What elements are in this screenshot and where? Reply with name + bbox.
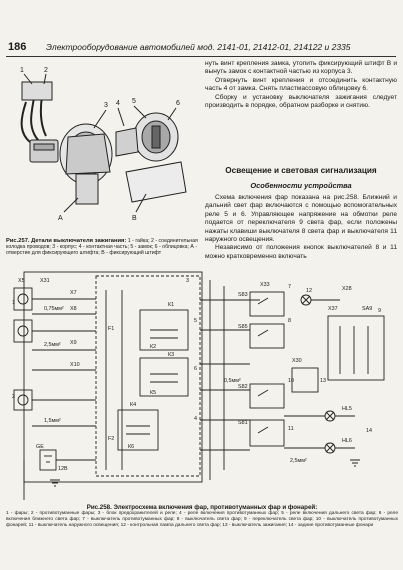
diagram-label: 2 <box>12 394 15 400</box>
diagram-label: 5 <box>194 318 197 324</box>
figure-258-title: Рис.258. Электросхема включения фар, про… <box>86 504 318 511</box>
subsection-title: Особенности устройства <box>250 181 352 190</box>
diagram-wire-label: 0,75мм² <box>44 306 64 312</box>
figure-257-caption-text: 1 - гайка; 2 - соединительная колодка пр… <box>6 238 198 257</box>
diagram-label: Х10 <box>70 362 80 368</box>
diagram-label: F1 <box>108 326 114 332</box>
diagram-label: 3 <box>186 278 189 284</box>
diagram-label: Х33 <box>260 282 270 288</box>
diagram-label: 6 <box>194 366 197 372</box>
diagram-label: К1 <box>168 302 174 308</box>
diagram-label: К3 <box>168 352 174 358</box>
diagram-label: Х30 <box>292 358 302 364</box>
fig257-label-3: 3 <box>104 102 108 109</box>
diagram-label: 11 <box>288 426 294 432</box>
diagram-label: Х31 <box>40 278 50 284</box>
section-title: Освещение и световая сигнализация <box>225 166 377 175</box>
figure-258-caption: 1 - фары; 2 - противотуманные фары; 3 - … <box>6 511 398 528</box>
fig257-label-6: 6 <box>176 100 180 107</box>
diagram-label: Х7 <box>70 290 77 296</box>
diagram-label: Х37 <box>328 306 338 312</box>
diagram-label: 7 <box>288 284 291 290</box>
diagram-label: Х9 <box>70 340 77 346</box>
diagram-label: К5 <box>150 390 156 396</box>
page-header: 186 Электрооборудование автомобилей мод.… <box>6 41 398 55</box>
diagram-label: К4 <box>130 402 136 408</box>
fig257-label-1: 1 <box>20 67 24 74</box>
diagram-label: GE <box>36 444 44 450</box>
paragraph: Независимо от положения кнопок выключате… <box>205 244 397 260</box>
diagram-label: 12 <box>306 288 312 294</box>
diagram-label: S82 <box>238 384 248 390</box>
page-number: 186 <box>8 41 27 53</box>
diagram-label: 13 <box>320 378 326 384</box>
diagram-label: Х5 <box>18 278 25 284</box>
fig257-label-4: 4 <box>116 100 120 107</box>
figure-258-wiring-diagram: Х5 Х31 Х7 Х8 Х9 Х10 Х33 Х28 Х37 Х30 К1 К… <box>12 271 385 500</box>
paragraph: нуть винт крепления замка, утопить фикси… <box>205 60 397 76</box>
diagram-wire-label: 1,5мм² <box>44 418 61 424</box>
right-column-text: нуть винт крепления замка, утопить фикси… <box>205 60 397 110</box>
diagram-label: HL6 <box>342 438 352 444</box>
fig257-label-A: А <box>58 215 63 222</box>
running-title: Электрооборудование автомобилей мод. 214… <box>46 42 351 52</box>
diagram-label: Х28 <box>342 286 352 292</box>
diagram-label: S81 <box>238 420 248 426</box>
diagram-label: 9 <box>378 308 381 314</box>
paragraph: Сборку и установку выключателя зажигания… <box>205 93 397 110</box>
fig257-label-B: В <box>132 215 137 222</box>
diagram-label: S83 <box>238 292 248 298</box>
diagram-label: К6 <box>128 444 134 450</box>
diagram-label: Х8 <box>70 306 77 312</box>
header-rule <box>6 56 396 57</box>
diagram-label: SA9 <box>362 306 372 312</box>
fig257-label-2: 2 <box>44 67 48 74</box>
diagram-wire-label: 2,5мм² <box>290 458 307 464</box>
diagram-label: S85 <box>238 324 248 330</box>
section-text: Схема включения фар показана на рис.258.… <box>205 194 397 261</box>
diagram-wire-label: 0,5мм² <box>224 378 241 384</box>
diagram-label: 8 <box>288 318 291 324</box>
diagram-label: К2 <box>150 344 156 350</box>
diagram-label: 1 <box>12 300 15 306</box>
figure-257-caption-title: Рис.257. Детали выключателя зажигания: <box>6 238 127 244</box>
diagram-label: 14 <box>366 428 372 434</box>
figure-257-ignition-switch: 1 2 3 4 5 6 А В <box>20 67 187 222</box>
diagram-label: HL5 <box>342 406 352 412</box>
diagram-label: 12В <box>58 466 68 472</box>
diagram-label: F2 <box>108 436 114 442</box>
diagram-label: 10 <box>288 378 294 384</box>
figure-257-caption: Рис.257. Детали выключателя зажигания: 1… <box>6 238 202 257</box>
diagram-wire-label: 2,5мм² <box>44 342 61 348</box>
paragraph: Отвернуть винт крепления и отсоединить к… <box>205 76 397 93</box>
fig257-label-5: 5 <box>132 98 136 105</box>
diagram-label: 4 <box>194 416 197 422</box>
paragraph: Схема включения фар показана на рис.258.… <box>205 194 397 244</box>
